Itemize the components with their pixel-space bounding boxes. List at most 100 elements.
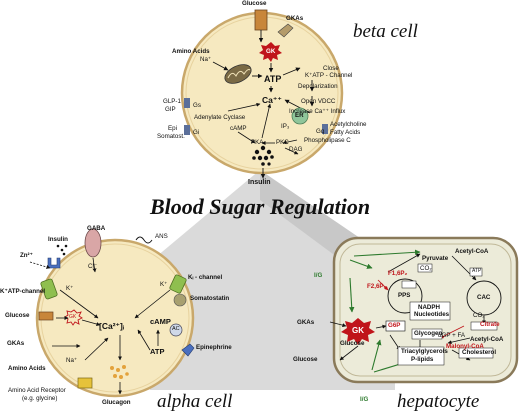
alpha-ans-label: ANS — [155, 233, 168, 240]
hep-gkas-label: GKAs — [297, 319, 315, 326]
pps-cycle-icon — [387, 278, 423, 314]
hep-cac-label: CAC — [477, 294, 491, 301]
alpha-gk-label: GK — [69, 314, 77, 320]
hep-malonyl-label: Malonyl-CoA — [446, 343, 484, 350]
beta-gk-label: GK — [266, 48, 276, 55]
beta-acetylcholine-label: Acetylcholine — [330, 121, 367, 128]
er-icon — [291, 107, 309, 125]
hep-ig2-label: I/G — [360, 396, 369, 403]
alpha-cell-label: alpha cell — [157, 391, 233, 412]
gaba-receptor-icon — [84, 228, 102, 258]
beta-insulin-label: Insulin — [248, 179, 271, 186]
alpha-camp-label: cAMP — [150, 317, 171, 326]
hep-nucleotides-label: Nucleotides — [414, 311, 450, 318]
beta-pkc-label: PKC — [276, 139, 289, 146]
alpha-aa-receptor-label: Amino Acid Receptor — [8, 387, 66, 394]
beta-gi-label: Gi — [193, 129, 200, 136]
alpha-ac-label: AC — [172, 326, 180, 332]
ki-channel-icon — [169, 274, 187, 294]
beta-cell-label: beta cell — [353, 21, 418, 42]
beta-camp-label: cAMP — [230, 125, 247, 132]
hep-co2a-label: CO₂ — [420, 265, 432, 272]
alpha-ki-channel-label: Kᵢ - channel — [188, 274, 223, 281]
alpha-gkas-label: GKAs — [7, 340, 25, 347]
beta-pka-label: PKA — [251, 139, 264, 146]
beta-depolarization-label: Depolarization — [298, 83, 338, 90]
katp-channel-icon — [40, 278, 58, 300]
beta-gkas-label: GKAs — [286, 15, 304, 22]
hep-ig1-label: I/G — [314, 272, 323, 279]
insulin-granules-icon — [252, 145, 274, 166]
gka-receptor-icon — [277, 23, 294, 38]
insulin-receptor-icon — [47, 257, 61, 269]
beta-open-vdcc-label: Open VDCC — [301, 98, 336, 105]
cac-cycle-icon — [466, 280, 502, 316]
alpha-atp-label: ATP — [150, 347, 165, 356]
hep-nadph-label: NADPH — [418, 304, 441, 311]
hepatocyte — [329, 236, 519, 384]
beta-glp1-label: GLP-1 — [163, 98, 181, 105]
alpha-eg-glycine-label: (e.g. glycine) — [22, 395, 58, 402]
beta-amino-acids-label: Amino Acids — [172, 48, 210, 55]
alpha-katp-label: K⁺ATP-channel — [0, 288, 46, 295]
beta-katp-label: K⁺ATP - Channel — [305, 72, 353, 79]
beta-adenylate-cyclase-label: Adenylate Cyclase — [194, 114, 246, 121]
beta-close-label: Close — [323, 65, 339, 72]
alpha-insulin-label: Insulin — [48, 236, 68, 243]
hep-citrate-label: Citrate — [480, 321, 500, 328]
calcium-dots-icon — [110, 365, 129, 379]
hep-agp-fa-label: αGP + FA — [438, 332, 466, 339]
alpha-amino-acids-label: Amino Acids — [8, 365, 46, 372]
beta-increase-ca-label: Increase Ca⁺⁺ Influx — [289, 108, 346, 115]
beta-somatost-label: Somatost. — [157, 133, 185, 140]
beta-atp-label: ATP — [264, 74, 282, 84]
hep-pps-label: PPS — [398, 292, 411, 299]
alpha-k-label: K⁺ — [66, 285, 74, 292]
alpha-glucose-label: Glucose — [5, 312, 30, 319]
hep-co2b-label: CO₂ — [473, 312, 485, 319]
alpha-na-label: Na⁺ — [66, 357, 78, 364]
alpha-cell — [29, 228, 195, 398]
hep-pyruvate-label: Pyruvate — [422, 255, 449, 262]
diagram-title: Blood Sugar Regulation — [150, 194, 371, 219]
beta-phospholipase-label: Phospholipase C — [304, 137, 351, 144]
beta-fatty-acids-label: Fatty Acids — [330, 129, 361, 136]
hep-cholesterol-label: Cholesterol — [462, 349, 497, 356]
beta-epi-label: Epi — [168, 125, 177, 132]
hep-glycogen-label: Glycogen — [414, 330, 443, 337]
glucose-transporter-alpha-icon — [38, 311, 54, 321]
glucose-transporter-icon — [254, 9, 268, 31]
hep-acetylcoa2-label: Acetyl-CoA — [470, 336, 504, 343]
beta-dag-label: DAG — [289, 146, 303, 153]
hep-acetylcoa-label: Acetyl-CoA — [455, 248, 489, 255]
hepatocyte-label: hepatocyte — [397, 391, 480, 412]
gk-starburst-icon — [259, 42, 282, 62]
gk-alpha-icon — [64, 309, 83, 326]
beta-glucose-label: Glucose — [242, 0, 267, 7]
epinephrine-receptor-icon — [181, 343, 195, 357]
beta-gip-label: GIP — [165, 106, 176, 113]
alpha-gaba-label: GABA — [87, 225, 106, 232]
beta-er-label: ER — [295, 112, 304, 119]
ac-icon — [169, 323, 183, 337]
alpha-glucagon-label: Glucagon — [102, 399, 131, 406]
beta-na-label: Na⁺ — [200, 56, 212, 63]
hep-gk-label: GK — [352, 326, 364, 335]
hep-atp-label: ATP — [472, 268, 482, 274]
alpha-ca-label: [Ca²⁺]ᵢ — [99, 321, 125, 331]
beta-gs-label: Gs — [193, 102, 201, 109]
hep-glucose-out-label: Glucose — [293, 356, 318, 363]
hep-plipids-label: P-lipids — [411, 356, 434, 363]
alpha-cl-label: Cl⁻ — [88, 263, 98, 270]
hep-glucose-in-label: Glucose — [340, 340, 365, 347]
gk-hepatocyte-icon — [341, 318, 375, 345]
alpha-epinephrine-label: Epinephrine — [196, 344, 232, 351]
hep-f16p2-label: F1,6P₂ — [388, 270, 408, 277]
beta-cell — [180, 9, 344, 179]
mitochondrion-icon — [224, 64, 252, 84]
beta-gq-label: Gq — [316, 128, 325, 135]
alpha-zn-label: Zn²⁺ — [20, 252, 33, 259]
alpha-k2-label: K⁺ — [160, 281, 168, 288]
hep-g6p-label: G6P — [388, 322, 401, 329]
